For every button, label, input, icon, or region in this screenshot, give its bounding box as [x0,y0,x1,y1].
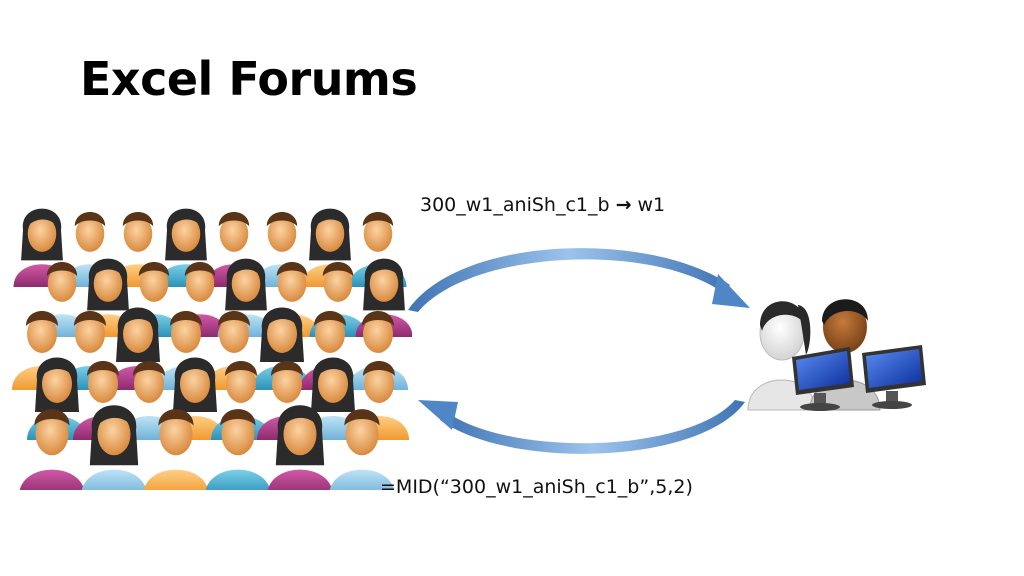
monitor-1 [792,347,854,411]
person-icon [143,409,209,490]
curved-arrow-left-icon [418,400,745,454]
person-icon [205,409,271,490]
curved-arrow-right-icon [408,248,750,312]
person-icon [329,409,395,490]
right-arrow-icon: → [615,194,632,216]
top-formula-label: 300_w1_aniSh_c1_b → w1 [420,194,665,216]
person-icon [13,208,71,287]
user-person-1 [747,301,816,411]
exchange-arrows [408,248,750,454]
person-icon [81,405,147,490]
monitor-2 [862,345,926,409]
crowd-of-people-icon [12,208,412,490]
person-icon [267,405,333,490]
users-at-computers-icon [747,299,926,411]
slide-title: Excel Forums [80,52,418,106]
person-icon [19,409,85,490]
bottom-formula-label: =MID(“300_w1_aniSh_c1_b”,5,2) [380,476,693,498]
person-icon [157,208,215,287]
top-label-source-text: 300_w1_aniSh_c1_b [420,194,610,216]
top-label-result-text: w1 [637,194,666,216]
